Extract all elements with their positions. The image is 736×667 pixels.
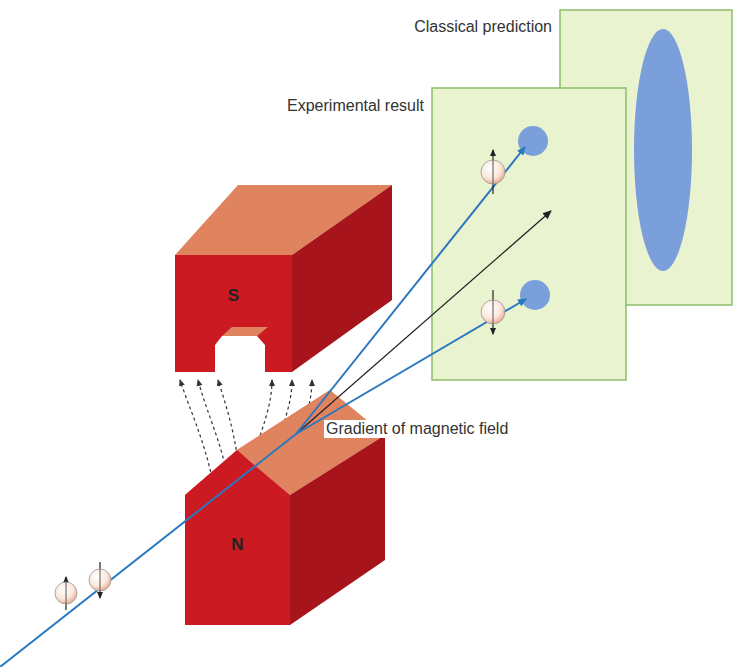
magnet-pole: S (175, 262, 292, 330)
spin-up-particle (481, 150, 505, 194)
pole-letter: N (231, 535, 243, 555)
pole-letter: S (228, 286, 239, 306)
incoming-beam (0, 434, 296, 667)
lower-beam (296, 299, 526, 434)
panel-heading: Classical prediction (414, 18, 552, 36)
spin-down-particle (481, 290, 505, 334)
field-label: Gradient of magnetic field (324, 420, 510, 438)
south-magnet (175, 185, 392, 372)
screen-panel: Classical prediction (560, 10, 732, 305)
lower-spot (520, 280, 550, 310)
upper-beam (296, 147, 525, 434)
spin-up-particle (55, 577, 77, 610)
spin-down-particle (89, 562, 111, 598)
screen-panel: Experimental result (432, 88, 626, 380)
undeflected-path (296, 211, 551, 434)
panel-heading: Experimental result (287, 97, 424, 115)
magnet-pole: N (185, 505, 290, 585)
classical-spot (634, 29, 692, 271)
